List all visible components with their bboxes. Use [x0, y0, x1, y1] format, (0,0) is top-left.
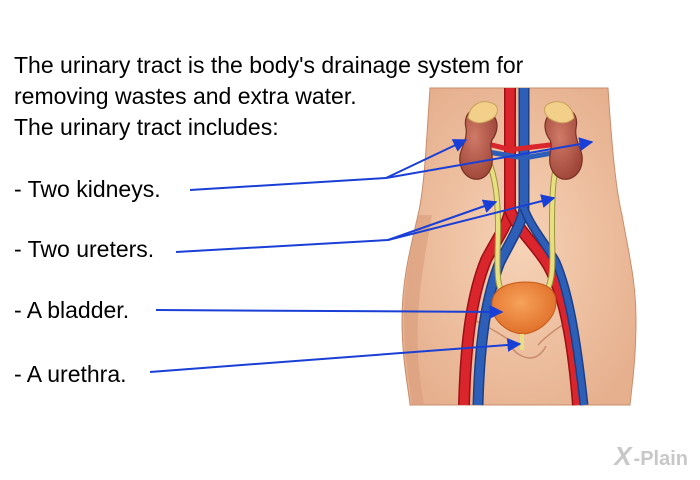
label-bladder: - A bladder. — [14, 297, 130, 323]
intro-line-1: The urinary tract is the body's drainage… — [14, 52, 524, 78]
x-plain-logo-mark: X — [614, 441, 632, 471]
torso-shading-left — [404, 215, 432, 405]
arrow-kidneys-stem — [189, 177, 387, 191]
arrow-urethra — [149, 337, 522, 373]
intro-line-2: removing wastes and extra water. — [14, 83, 357, 109]
arrow-ureter-left — [387, 199, 498, 241]
adrenal-left — [467, 101, 498, 124]
groin — [511, 345, 547, 359]
label-urethra: - A urethra. — [14, 361, 127, 387]
renal-vein-left — [487, 149, 525, 161]
label-ureters: - Two ureters. — [14, 236, 155, 262]
intro-text: The urinary tract is the body's drainage… — [14, 50, 523, 143]
adrenal-right — [544, 101, 575, 124]
renal-artery-right — [507, 141, 559, 153]
arrow-bladder — [155, 304, 504, 319]
intro-line-3: The urinary tract includes: — [14, 114, 279, 140]
arrow-ureter-right — [387, 194, 556, 241]
arrow-kidney-right — [385, 137, 594, 179]
label-kidneys: - Two kidneys. — [14, 176, 161, 202]
arrow-ureters-stem — [175, 239, 389, 253]
x-plain-logo-text: -Plain — [633, 448, 688, 470]
bladder — [491, 281, 557, 335]
arrow-kidney-left — [385, 139, 468, 179]
x-plain-logo: X-Plain — [614, 441, 688, 472]
